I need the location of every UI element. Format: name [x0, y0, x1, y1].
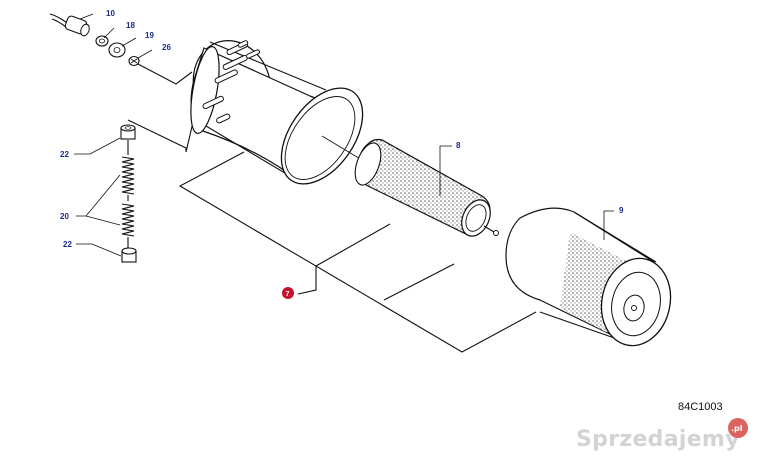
spring-assembly — [74, 124, 137, 263]
part-20-springs — [121, 140, 135, 250]
callout-19: 19 — [145, 31, 154, 40]
part-19-washer — [108, 42, 126, 58]
assembly-lines — [178, 151, 537, 353]
hardware-chain — [49, 13, 193, 85]
callout-9: 9 — [619, 206, 624, 215]
part-8-inner-filter — [354, 138, 499, 237]
callout-18: 18 — [126, 21, 135, 30]
callout-26: 26 — [162, 43, 171, 52]
housing — [190, 40, 364, 185]
part-9-outer-filter — [505, 207, 672, 347]
watermark-badge-text: .pl — [731, 424, 743, 433]
part-26-plug — [128, 55, 140, 67]
assembly-marker — [282, 287, 294, 299]
callout-22-top: 22 — [60, 150, 69, 159]
part-22-top-cap — [120, 124, 136, 140]
part-22-bottom-cap — [121, 247, 137, 263]
callout-22-bottom: 22 — [63, 240, 72, 249]
watermark: Sprzedajemy .pl — [576, 418, 748, 452]
watermark-badge — [728, 418, 748, 438]
callout-7: 7 — [286, 291, 290, 298]
assembly-bracket — [127, 117, 195, 153]
callout-8: 8 — [456, 141, 461, 150]
housing-slots — [202, 40, 261, 124]
drawing-code: 84C1003 — [678, 401, 723, 413]
part-10-fitting — [64, 15, 90, 37]
callout-20: 20 — [60, 212, 69, 221]
part-18-nut — [95, 35, 109, 47]
callout-10: 10 — [106, 9, 115, 18]
watermark-text: Sprzedajemy — [576, 427, 740, 452]
